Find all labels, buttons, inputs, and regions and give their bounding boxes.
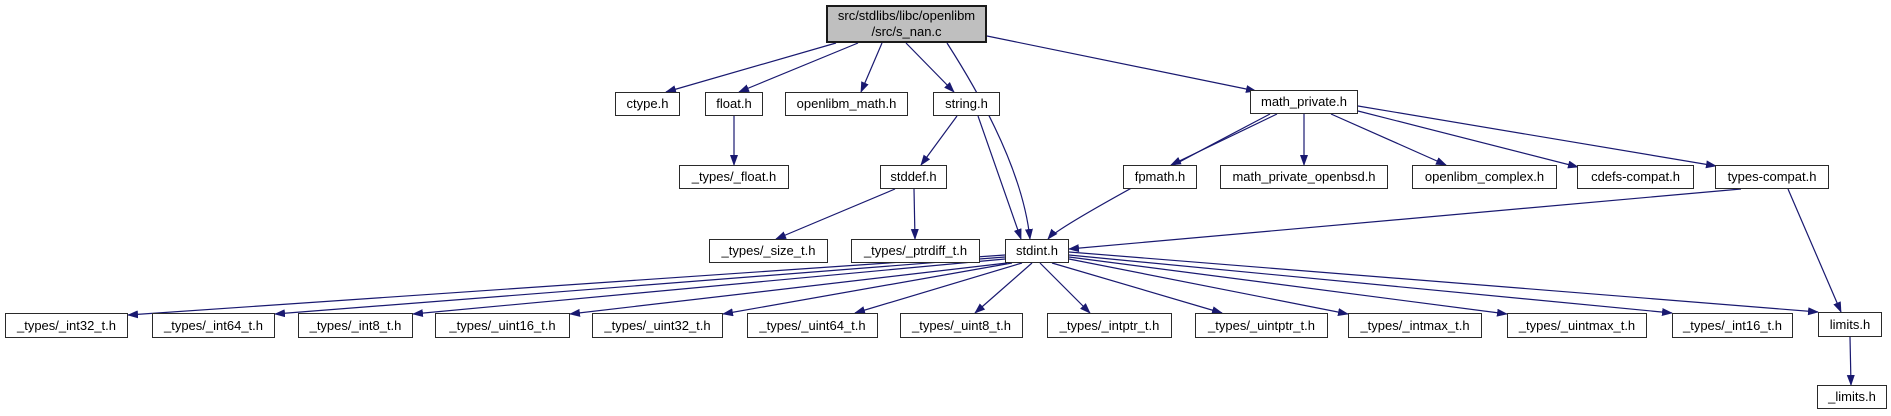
edge-stdint_h-to-types_uintptr_t_h xyxy=(1051,262,1223,315)
edge-types_compat_h-to-stdint_h xyxy=(1068,188,1742,253)
edge-s_nan_c-to-ctype_h xyxy=(665,42,837,94)
node-types-float-h[interactable]: _types/_float.h xyxy=(679,165,789,189)
node-types-uint32-t-h[interactable]: _types/_uint32_t.h xyxy=(592,313,723,338)
node-openlibm-math-h[interactable]: openlibm_math.h xyxy=(785,92,908,116)
node-types-ptrdiff-t-h[interactable]: _types/_ptrdiff_t.h xyxy=(851,239,980,263)
node-types-int8-t-h[interactable]: _types/_int8_t.h xyxy=(298,313,413,338)
edge-s_nan_c-to-math_private_h xyxy=(986,35,1257,93)
edge-stdint_h-to-types_uintmax_t_h xyxy=(1068,256,1508,317)
edge-stdint_h-to-types_intmax_t_h xyxy=(1068,258,1349,316)
node-types-int32-t-h[interactable]: _types/_int32_t.h xyxy=(5,313,128,338)
node-types-uint16-t-h[interactable]: _types/_uint16_t.h xyxy=(435,313,570,338)
node-types-int16-t-h[interactable]: _types/_int16_t.h xyxy=(1672,313,1793,338)
edge-math_private_h-to-openlibm_complex_h xyxy=(1330,113,1447,166)
node-string-h[interactable]: string.h xyxy=(933,92,1000,116)
node-types-uintmax-t-h[interactable]: _types/_uintmax_t.h xyxy=(1507,313,1647,338)
edge-stdint_h-to-types_int32_t_h xyxy=(127,254,1006,319)
edge-stdint_h-to-types_uint64_t_h xyxy=(854,262,1023,314)
node-limits-h[interactable]: limits.h xyxy=(1818,312,1882,337)
node-types-compat-h[interactable]: types-compat.h xyxy=(1715,165,1829,189)
edge-s_nan_c-to-openlibm_math_h xyxy=(860,42,883,93)
edge-math_private_h-to-types_compat_h xyxy=(1357,105,1717,169)
edge-s_nan_c-to-string_h xyxy=(905,42,955,93)
edge-stdint_h-to-types_intptr_t_h xyxy=(1039,262,1091,314)
edge-math_private_h-to-stdint_h xyxy=(1047,113,1271,240)
node-types-size-t-h[interactable]: _types/_size_t.h xyxy=(709,239,828,263)
node-s-nan-c: src/stdlibs/libc/openlibm /src/s_nan.c xyxy=(826,5,987,43)
edge-string_h-to-stddef_h xyxy=(920,115,958,166)
node-types-uintptr-t-h[interactable]: _types/_uintptr_t.h xyxy=(1195,313,1328,338)
node-openlibm-complex-h[interactable]: openlibm_complex.h xyxy=(1412,165,1557,189)
node-math-private-h[interactable]: math_private.h xyxy=(1250,90,1358,114)
edge-math_private_h-to-cdefs_compat_h xyxy=(1357,110,1579,169)
node-types-uint64-t-h[interactable]: _types/_uint64_t.h xyxy=(747,313,878,338)
node-types-uint8-t-h[interactable]: _types/_uint8_t.h xyxy=(900,313,1023,338)
edge-stdint_h-to-types_uint8_t_h xyxy=(974,262,1033,314)
edge-stdint_h-to-types_uint32_t_h xyxy=(722,262,1013,317)
node-types-intptr-t-h[interactable]: _types/_intptr_t.h xyxy=(1047,313,1172,338)
node-float-h[interactable]: float.h xyxy=(705,92,763,116)
node-stddef-h[interactable]: stddef.h xyxy=(880,165,947,189)
edge-types_compat_h-to-limits_h xyxy=(1787,188,1842,313)
node-ctype-h[interactable]: ctype.h xyxy=(615,92,680,116)
edge-stddef_h-to-types_size_t_h xyxy=(775,188,896,240)
edge-s_nan_c-to-stdint_h xyxy=(946,42,1033,240)
node-types-intmax-t-h[interactable]: _types/_intmax_t.h xyxy=(1348,313,1482,338)
edge-stdint_h-to-types_int64_t_h xyxy=(274,256,1006,318)
edge-s_nan_c-to-float_h xyxy=(738,42,859,93)
node-types-int64-t-h[interactable]: _types/_int64_t.h xyxy=(152,313,275,338)
edge-string_h-to-stdint_h xyxy=(977,115,1022,240)
edge-stddef_h-to-types_ptrdiff_t_h xyxy=(910,188,919,240)
node-math-private-openbsd-h[interactable]: math_private_openbsd.h xyxy=(1220,165,1388,189)
edge-stdint_h-to-types_int8_t_h xyxy=(412,258,1006,318)
edge-limits_h-to-_limits_h xyxy=(1846,336,1855,386)
node--limits-h[interactable]: _limits.h xyxy=(1817,385,1887,409)
edge-stdint_h-to-limits_h xyxy=(1068,251,1819,316)
node-stdint-h[interactable]: stdint.h xyxy=(1005,239,1069,263)
edge-stdint_h-to-types_int16_t_h xyxy=(1068,254,1673,317)
node-cdefs-compat-h[interactable]: cdefs-compat.h xyxy=(1577,165,1694,189)
edge-stdint_h-to-types_uint16_t_h xyxy=(569,262,1008,317)
node-fpmath-h[interactable]: fpmath.h xyxy=(1123,165,1197,189)
